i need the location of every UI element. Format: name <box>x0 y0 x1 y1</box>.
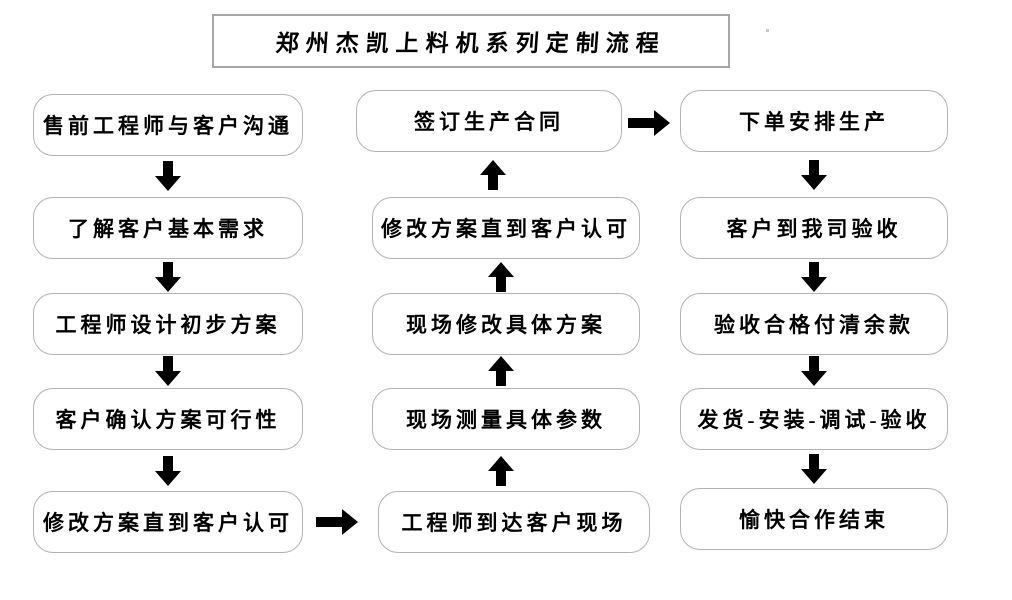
arrow-down-icon <box>155 262 181 292</box>
arrow-down-icon <box>801 356 827 386</box>
arrow-up-icon <box>488 356 514 386</box>
arrow-right-icon <box>628 110 670 136</box>
flowchart-title-box: 郑州杰凯上料机系列定制流程 <box>212 14 730 68</box>
arrow-down-icon <box>801 160 827 190</box>
arrow-down-icon <box>155 161 181 191</box>
node-place-order-production: 下单安排生产 <box>680 90 948 152</box>
node-modify-onsite-plan: 现场修改具体方案 <box>372 293 640 355</box>
arrow-down-icon <box>801 262 827 292</box>
node-understand-needs: 了解客户基本需求 <box>33 197 303 259</box>
node-initial-design: 工程师设计初步方案 <box>33 293 303 355</box>
node-ship-install-debug-accept: 发货-安装-调试-验收 <box>680 388 948 450</box>
node-confirm-feasibility: 客户确认方案可行性 <box>33 388 303 450</box>
node-measure-parameters: 现场测量具体参数 <box>372 388 640 450</box>
node-revise-onsite-approved: 修改方案直到客户认可 <box>372 197 640 259</box>
node-revise-until-approved: 修改方案直到客户认可 <box>33 491 303 553</box>
node-cooperation-end: 愉快合作结束 <box>680 488 948 550</box>
arrow-down-icon <box>155 456 181 486</box>
arrow-up-icon <box>488 456 514 486</box>
arrow-up-icon <box>488 262 514 292</box>
node-pay-remaining-balance: 验收合格付清余款 <box>680 293 948 355</box>
arrow-down-icon <box>801 454 827 484</box>
node-presales-communication: 售前工程师与客户沟通 <box>33 94 303 156</box>
node-customer-acceptance: 客户到我司验收 <box>680 197 948 259</box>
arrow-down-icon <box>155 356 181 386</box>
node-sign-contract: 签订生产合同 <box>356 90 622 152</box>
node-engineer-arrives-site: 工程师到达客户现场 <box>378 491 650 553</box>
flowchart-title: 郑州杰凯上料机系列定制流程 <box>274 31 667 56</box>
stray-dot <box>766 29 769 32</box>
arrow-up-icon <box>480 160 506 190</box>
arrow-right-icon <box>316 509 358 535</box>
